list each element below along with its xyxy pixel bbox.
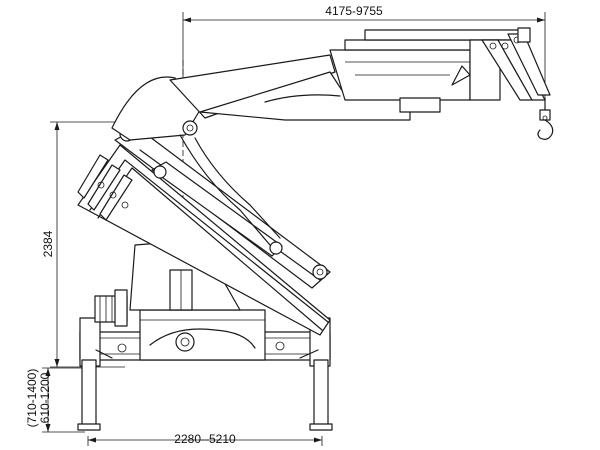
reach-label: 4175-9755 (325, 4, 383, 18)
folded-boom (77, 144, 331, 336)
leg-height-label: (710-1400) (25, 369, 39, 428)
knuckle-link (111, 76, 281, 246)
right-leg (309, 359, 333, 431)
height-dimension: 2384 (41, 121, 125, 368)
leg-height-label-2: 610-1200 (38, 372, 52, 423)
crane-column (129, 239, 241, 311)
left-leg (77, 359, 101, 431)
span-label: 2280--5210 (174, 432, 236, 446)
span-dimension: 2280--5210 (87, 432, 323, 446)
hook-icon (537, 97, 554, 140)
outer-boom (169, 49, 471, 121)
telescopic-sections (344, 27, 551, 101)
base-frame (79, 289, 331, 367)
height-label: 2384 (41, 230, 55, 257)
leg-height-dimension: (710-1400) 610-1200 (25, 367, 85, 433)
lift-cylinder (151, 161, 283, 257)
